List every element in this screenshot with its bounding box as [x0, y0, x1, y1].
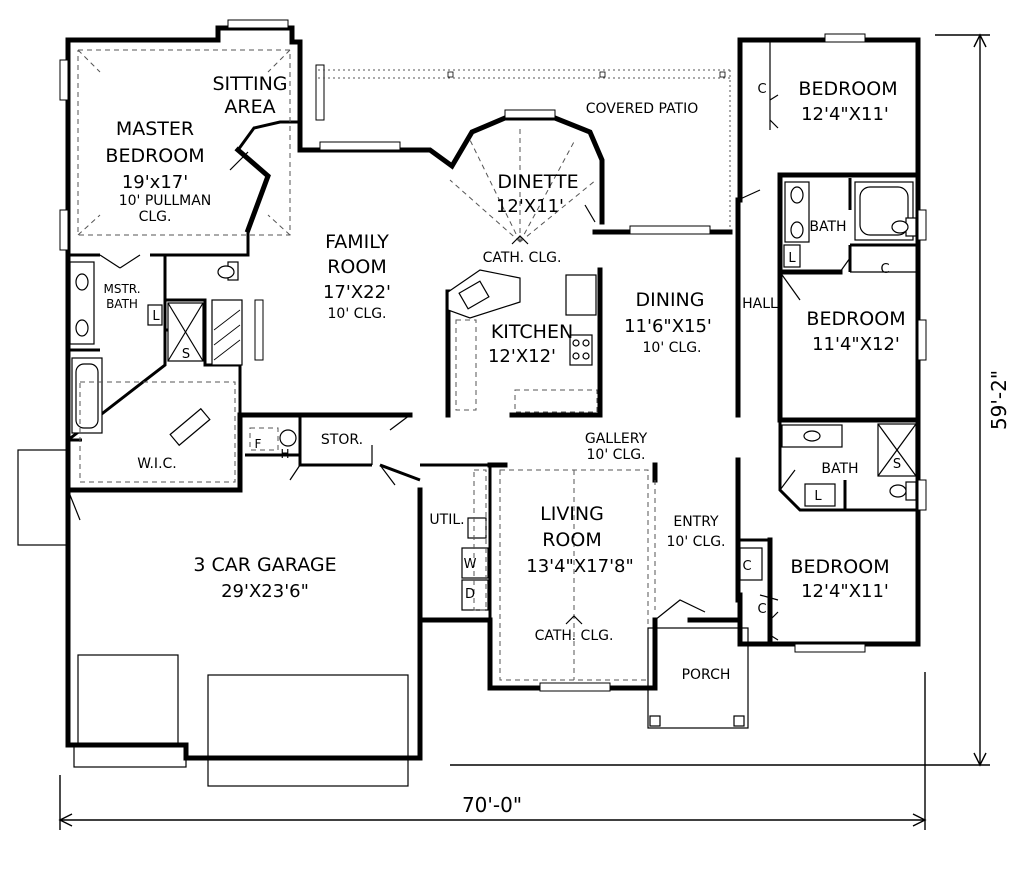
entry-label: ENTRY [673, 514, 719, 530]
dining-ceiling: 10' CLG. [643, 340, 702, 356]
master-bedroom-ceiling: 10' PULLMAN [119, 193, 212, 209]
family-room-size: 17'X22' [323, 282, 391, 303]
washer-marker: W [464, 557, 477, 572]
shower-marker: S [182, 347, 190, 362]
gallery-ceiling: 10' CLG. [587, 447, 646, 463]
covered-patio-label: COVERED PATIO [586, 101, 699, 117]
linen-marker: L [152, 309, 160, 324]
wic-label: W.I.C. [137, 456, 177, 472]
closet-marker: C [880, 262, 889, 277]
overall-depth-dimension: 59'-2" [987, 370, 1011, 430]
heater-marker: H [280, 447, 289, 461]
closet-marker: C [757, 82, 766, 97]
stor-label: STOR. [321, 432, 363, 448]
sitting-area-label: SITTING [212, 73, 287, 95]
exterior-walls [65, 25, 921, 761]
closet-marker: C [742, 559, 751, 574]
living-room-size: 13'4"X17'8" [526, 556, 634, 577]
master-bedroom-label: BEDROOM [105, 145, 204, 167]
patio-outline [77, 49, 749, 729]
bedroom-3-label: BEDROOM [790, 556, 889, 578]
fixtures [69, 40, 918, 787]
dinette-size: 12'X11' [496, 196, 564, 217]
dining-label: DINING [636, 289, 705, 311]
shower-marker: S [893, 457, 901, 472]
dining-size: 11'6"X15' [624, 316, 712, 337]
closet-marker: C [757, 602, 766, 617]
master-bedroom-ceiling: CLG. [139, 209, 172, 225]
furnace-marker: F [255, 437, 262, 451]
master-bath-label: BATH [106, 297, 138, 311]
bedroom-3-size: 12'4"X11' [801, 581, 889, 602]
room-labels: MASTER BEDROOM 19'x17' 10' PULLMAN CLG. … [103, 73, 905, 683]
living-room-label: LIVING [540, 503, 604, 525]
markers: C C C C L L L S S [152, 82, 901, 617]
hall-label: HALL [742, 296, 778, 312]
doors [17, 94, 851, 641]
dinette-ceiling: CATH. CLG. [483, 250, 562, 266]
living-room-label: ROOM [542, 529, 602, 551]
bedroom-2-size: 11'4"X12' [812, 334, 900, 355]
dimension-lines [58, 33, 990, 830]
kitchen-label: KITCHEN [491, 321, 573, 343]
bedroom-1-label: BEDROOM [798, 78, 897, 100]
master-bath-label: MSTR. [103, 282, 140, 296]
interior-walls [65, 120, 921, 643]
dryer-marker: D [465, 587, 475, 602]
overall-width-dimension: 70'-0" [462, 793, 522, 817]
porch-label: PORCH [682, 667, 731, 683]
linen-marker: L [788, 251, 796, 266]
family-room-ceiling: 10' CLG. [328, 306, 387, 322]
utility-label: UTIL. [429, 512, 464, 528]
bath-upper-label: BATH [809, 219, 846, 235]
garage-label: 3 CAR GARAGE [193, 554, 336, 576]
gallery-label: GALLERY [585, 431, 648, 447]
garage-size: 29'X23'6" [221, 581, 309, 602]
linen-marker: L [814, 489, 822, 504]
family-room-label: FAMILY [325, 231, 389, 253]
bedroom-1-size: 12'4"X11' [801, 104, 889, 125]
master-bedroom-label: MASTER [116, 118, 194, 140]
dinette-label: DINETTE [497, 171, 578, 193]
sitting-area-label: AREA [224, 96, 275, 118]
living-room-ceiling: CATH. CLG. [535, 628, 614, 644]
bedroom-2-label: BEDROOM [806, 308, 905, 330]
windows [59, 19, 927, 692]
family-room-label: ROOM [327, 256, 387, 278]
bath-lower-label: BATH [821, 461, 858, 477]
master-bedroom-size: 19'x17' [122, 172, 188, 193]
entry-ceiling: 10' CLG. [667, 534, 726, 550]
kitchen-size: 12'X12' [488, 346, 556, 367]
